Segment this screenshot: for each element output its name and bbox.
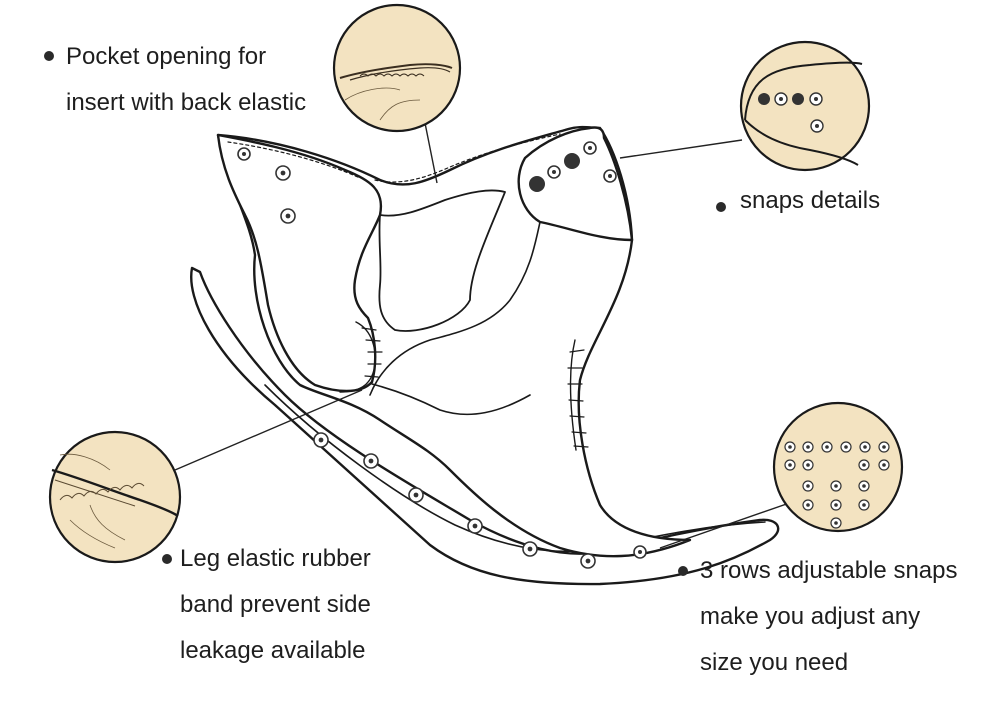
- leader-adjust: [659, 499, 799, 549]
- wing-stitching: [227, 141, 361, 179]
- leader-snaps: [619, 139, 743, 159]
- snaps-details-line-1: snaps details: [740, 187, 881, 214]
- snaps-bullet: [716, 202, 726, 212]
- adjustable-snaps-detail-circle: [772, 401, 904, 533]
- snap-dark: [564, 153, 580, 169]
- adjustable-snaps-line-1: 3 rows adjustable snaps: [700, 557, 958, 584]
- inner-fold-a: [369, 221, 541, 396]
- leader-leg: [174, 389, 363, 471]
- snaps-detail-circle: [739, 40, 871, 172]
- leg-elastic-line-1: Leg elastic rubber: [180, 545, 371, 572]
- pocket-opening-line-2: insert with back elastic: [66, 89, 307, 116]
- leader-pocket: [423, 117, 438, 184]
- left-leg-elastic: [339, 321, 376, 393]
- leg-elastic-label: Leg elastic rubber band prevent side lea…: [180, 536, 371, 674]
- right-leg-elastic: [569, 339, 577, 451]
- top-stitching: [374, 133, 561, 183]
- snaps-details-label: snaps details: [740, 178, 880, 224]
- front-flap-inner: [264, 384, 766, 553]
- inner-fold-b: [371, 383, 531, 416]
- diaper-illustration: [190, 125, 780, 586]
- leg-elastic-line-2: band prevent side: [180, 591, 371, 618]
- pocket-bullet: [44, 51, 54, 61]
- snap-dark: [529, 176, 545, 192]
- adjustable-snaps-line-2: make you adjust any: [700, 603, 921, 630]
- adjustable-snaps-line-3: size you need: [700, 649, 849, 676]
- leader-lines: [174, 117, 799, 549]
- right-wing: [517, 126, 634, 242]
- pocket-opening-label: Pocket opening for insert with back elas…: [66, 34, 306, 126]
- pocket-opening-line-1: Pocket opening for: [66, 43, 267, 70]
- inner-pocket: [378, 189, 506, 332]
- adjustable-snaps-label: 3 rows adjustable snaps make you adjust …: [700, 548, 957, 686]
- right-leg-elastic-2: [567, 349, 589, 448]
- leg-elastic-bullet: [162, 554, 172, 564]
- leg-elastic-line-3: leakage available: [180, 637, 366, 664]
- right-wing-snaps: [529, 141, 617, 192]
- adjustable-snaps-bullet: [678, 566, 688, 576]
- leg-elastic-detail-circle: [48, 430, 182, 564]
- pocket-detail-circle: [332, 3, 462, 133]
- left-leg-elastic-2: [361, 327, 383, 378]
